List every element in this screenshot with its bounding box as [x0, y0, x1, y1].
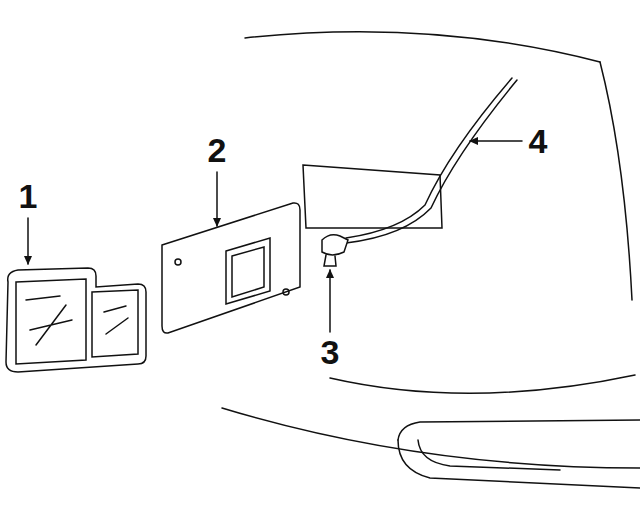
- callout-number: 2: [208, 133, 227, 167]
- callout-number: 1: [19, 179, 38, 213]
- callout-number: 3: [321, 335, 340, 369]
- callout-number: 4: [529, 124, 548, 158]
